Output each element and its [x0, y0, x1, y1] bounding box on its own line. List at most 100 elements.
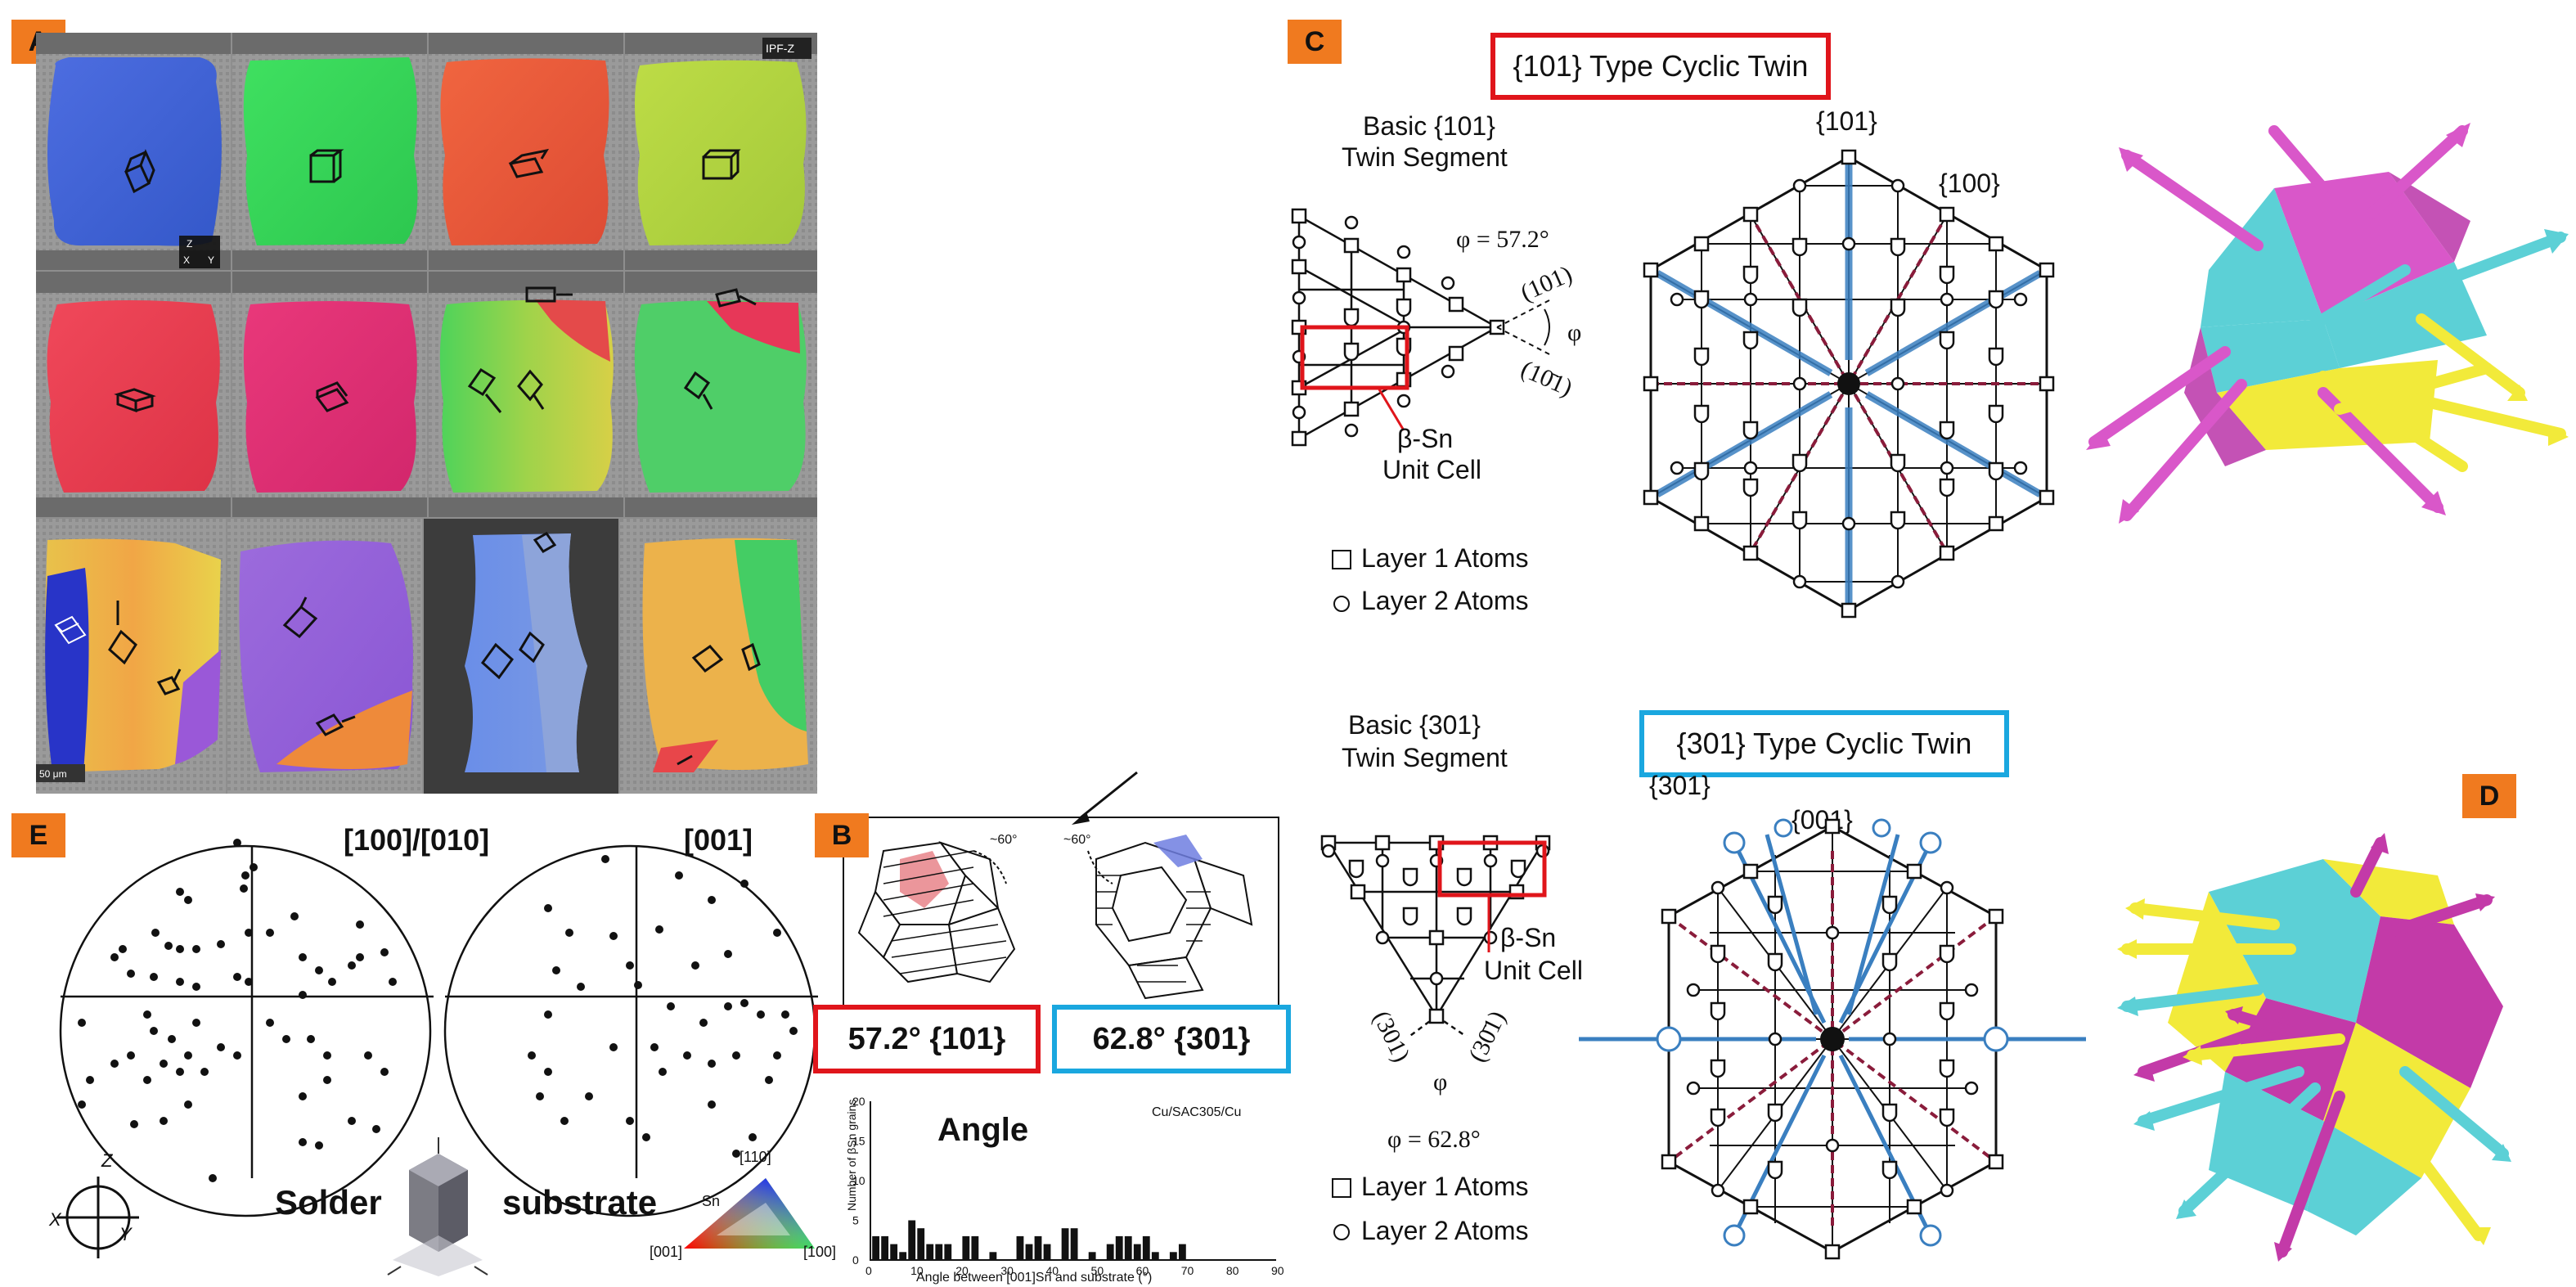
- histogram-ytick: 5: [852, 1214, 859, 1227]
- tile-r3c3: [424, 519, 618, 794]
- twin-segment-101-diagram: [1291, 208, 1552, 447]
- panel-label-d: D: [2462, 774, 2516, 818]
- axis-x-label: X: [183, 254, 190, 266]
- tile-r2c2: [232, 272, 427, 517]
- histogram-bar: [989, 1252, 997, 1260]
- histogram-xtick: 80: [1226, 1264, 1239, 1277]
- label-100-facet: {100}: [1939, 169, 2000, 198]
- histogram-bar: [1178, 1244, 1186, 1260]
- ipf-key-110: [110]: [740, 1149, 771, 1165]
- scale-bar-label: 50 μm: [39, 768, 67, 780]
- ebsd-micrograph-grid: Z X Y IPF-Z: [36, 33, 817, 794]
- histogram-bar: [1043, 1244, 1051, 1260]
- tile-r1c4: IPF-Z: [625, 33, 817, 270]
- histogram-bar: [1016, 1235, 1024, 1260]
- basic-301-line1: Basic {301}: [1348, 710, 1481, 740]
- histogram-xtick: 20: [955, 1264, 969, 1277]
- histogram-ytick: 0: [852, 1253, 859, 1267]
- tile-r2c4: [625, 272, 817, 517]
- histogram-bar: [1115, 1235, 1123, 1260]
- histogram-bar: [1070, 1228, 1078, 1260]
- cyclic-twin-301-3d-model: [2117, 833, 2511, 1262]
- phi-57-label: φ = 57.2°: [1456, 226, 1549, 253]
- solder-label: Solder: [275, 1183, 382, 1222]
- histogram-xtick: 10: [910, 1264, 924, 1277]
- histogram-xtick: 40: [1045, 1264, 1059, 1277]
- basic-101-line2: Twin Segment: [1342, 142, 1508, 172]
- grain-angle-left: ~60°: [990, 833, 1018, 847]
- cyclic-twin-101-3d-model: [2086, 123, 2569, 524]
- legend-square-icon-301: [1332, 1178, 1351, 1198]
- title-101-cyclic-twin: {101} Type Cyclic Twin: [1490, 33, 1831, 100]
- histogram-bar: [971, 1235, 979, 1260]
- histogram-bar: [962, 1235, 970, 1260]
- tile-r2c3: [429, 272, 623, 517]
- grain-cluster-diagrams: [857, 835, 1253, 1000]
- histogram-ytick: 15: [852, 1135, 865, 1148]
- basic-101-line1: Basic {101}: [1363, 111, 1495, 141]
- cyclic-twin-101-hexagon: [1643, 149, 2055, 619]
- unit-cell-101-line1: β-Sn: [1397, 424, 1454, 453]
- legend-layer1-301: Layer 1 Atoms: [1361, 1172, 1529, 1201]
- sample-axis-y: Y: [119, 1224, 132, 1244]
- histogram-bar: [944, 1244, 952, 1260]
- panel-label-e: E: [11, 813, 65, 857]
- unit-cell-301-line2: Unit Cell: [1484, 956, 1583, 985]
- histogram-bar: [881, 1235, 889, 1260]
- histogram-bar: [935, 1244, 943, 1260]
- legend-layer2-301: Layer 2 Atoms: [1361, 1216, 1529, 1245]
- histogram-bar: [1106, 1244, 1114, 1260]
- histogram-bar: [1124, 1235, 1132, 1260]
- cyclic-twin-301-hexagon: [1579, 818, 2086, 1260]
- histogram-bar: [872, 1235, 880, 1260]
- legend-layer2-101: Layer 2 Atoms: [1361, 586, 1529, 615]
- phi-symbol-301: φ: [1433, 1069, 1448, 1096]
- unit-cell-301-line1: β-Sn: [1500, 923, 1557, 952]
- label-001-facet: {001}: [1792, 805, 1853, 835]
- phi-symbol-101: φ: [1567, 319, 1582, 346]
- ipf-key-sn: Sn: [702, 1193, 721, 1209]
- histogram-xtick: 0: [865, 1264, 872, 1277]
- grain-angle-right: ~60°: [1063, 833, 1091, 847]
- unit-cell-101-line2: Unit Cell: [1382, 455, 1481, 484]
- tile-r1c1: Z X Y: [36, 33, 231, 270]
- axis-y-label: Y: [208, 254, 214, 266]
- basic-301-line2: Twin Segment: [1342, 743, 1508, 772]
- histogram-xtick: 70: [1181, 1264, 1194, 1277]
- label-101-facet: {101}: [1816, 106, 1877, 136]
- histogram-ytick: 20: [852, 1095, 865, 1108]
- histogram-xtick: 50: [1091, 1264, 1104, 1277]
- panel-b-frame: [843, 817, 1279, 1023]
- axis-z-label: Z: [187, 238, 192, 250]
- histogram-bar: [1142, 1235, 1150, 1260]
- histogram-bar: [1169, 1252, 1177, 1260]
- histogram-bar: [1034, 1235, 1042, 1260]
- phi-62-label: φ = 62.8°: [1387, 1126, 1481, 1153]
- box-62-301: 62.8° {301}: [1052, 1005, 1291, 1073]
- histogram-bar: [1088, 1252, 1096, 1260]
- substrate-label: substrate: [502, 1183, 658, 1222]
- tile-r3c4: [620, 519, 817, 794]
- histogram-title: Angle: [937, 1112, 1028, 1148]
- tile-r3c2: [227, 519, 422, 794]
- histogram-bar: [899, 1252, 907, 1260]
- histogram-xlabel: Angle between [001]Sn and substrate (°): [916, 1271, 1152, 1285]
- ipf-key-001: [001]: [650, 1244, 683, 1260]
- histogram-bar: [1061, 1228, 1069, 1260]
- histogram-bar: [908, 1220, 916, 1260]
- legend-circle-icon-301: [1333, 1224, 1350, 1240]
- pole-right-label: [001]: [684, 823, 753, 857]
- sample-axis-x: X: [49, 1209, 61, 1230]
- sample-axis-icon: [57, 1177, 139, 1258]
- sample-axis-z: Z: [101, 1150, 113, 1171]
- histogram-ylabel: Number of βSn grains: [845, 1100, 858, 1211]
- label-301-facet: {301}: [1649, 771, 1711, 800]
- title-301-cyclic-twin: {301} Type Cyclic Twin: [1639, 710, 2009, 777]
- panel-label-c: C: [1288, 20, 1342, 64]
- ipf-color-key-triangle: [684, 1178, 815, 1249]
- tile-r2c1: [36, 272, 231, 517]
- panel-label-b: B: [815, 813, 869, 857]
- tile-r3c1: 50 μm: [36, 519, 226, 794]
- pole-left-label: [100]/[010]: [344, 823, 490, 857]
- ipf-z-label: IPF-Z: [766, 42, 794, 55]
